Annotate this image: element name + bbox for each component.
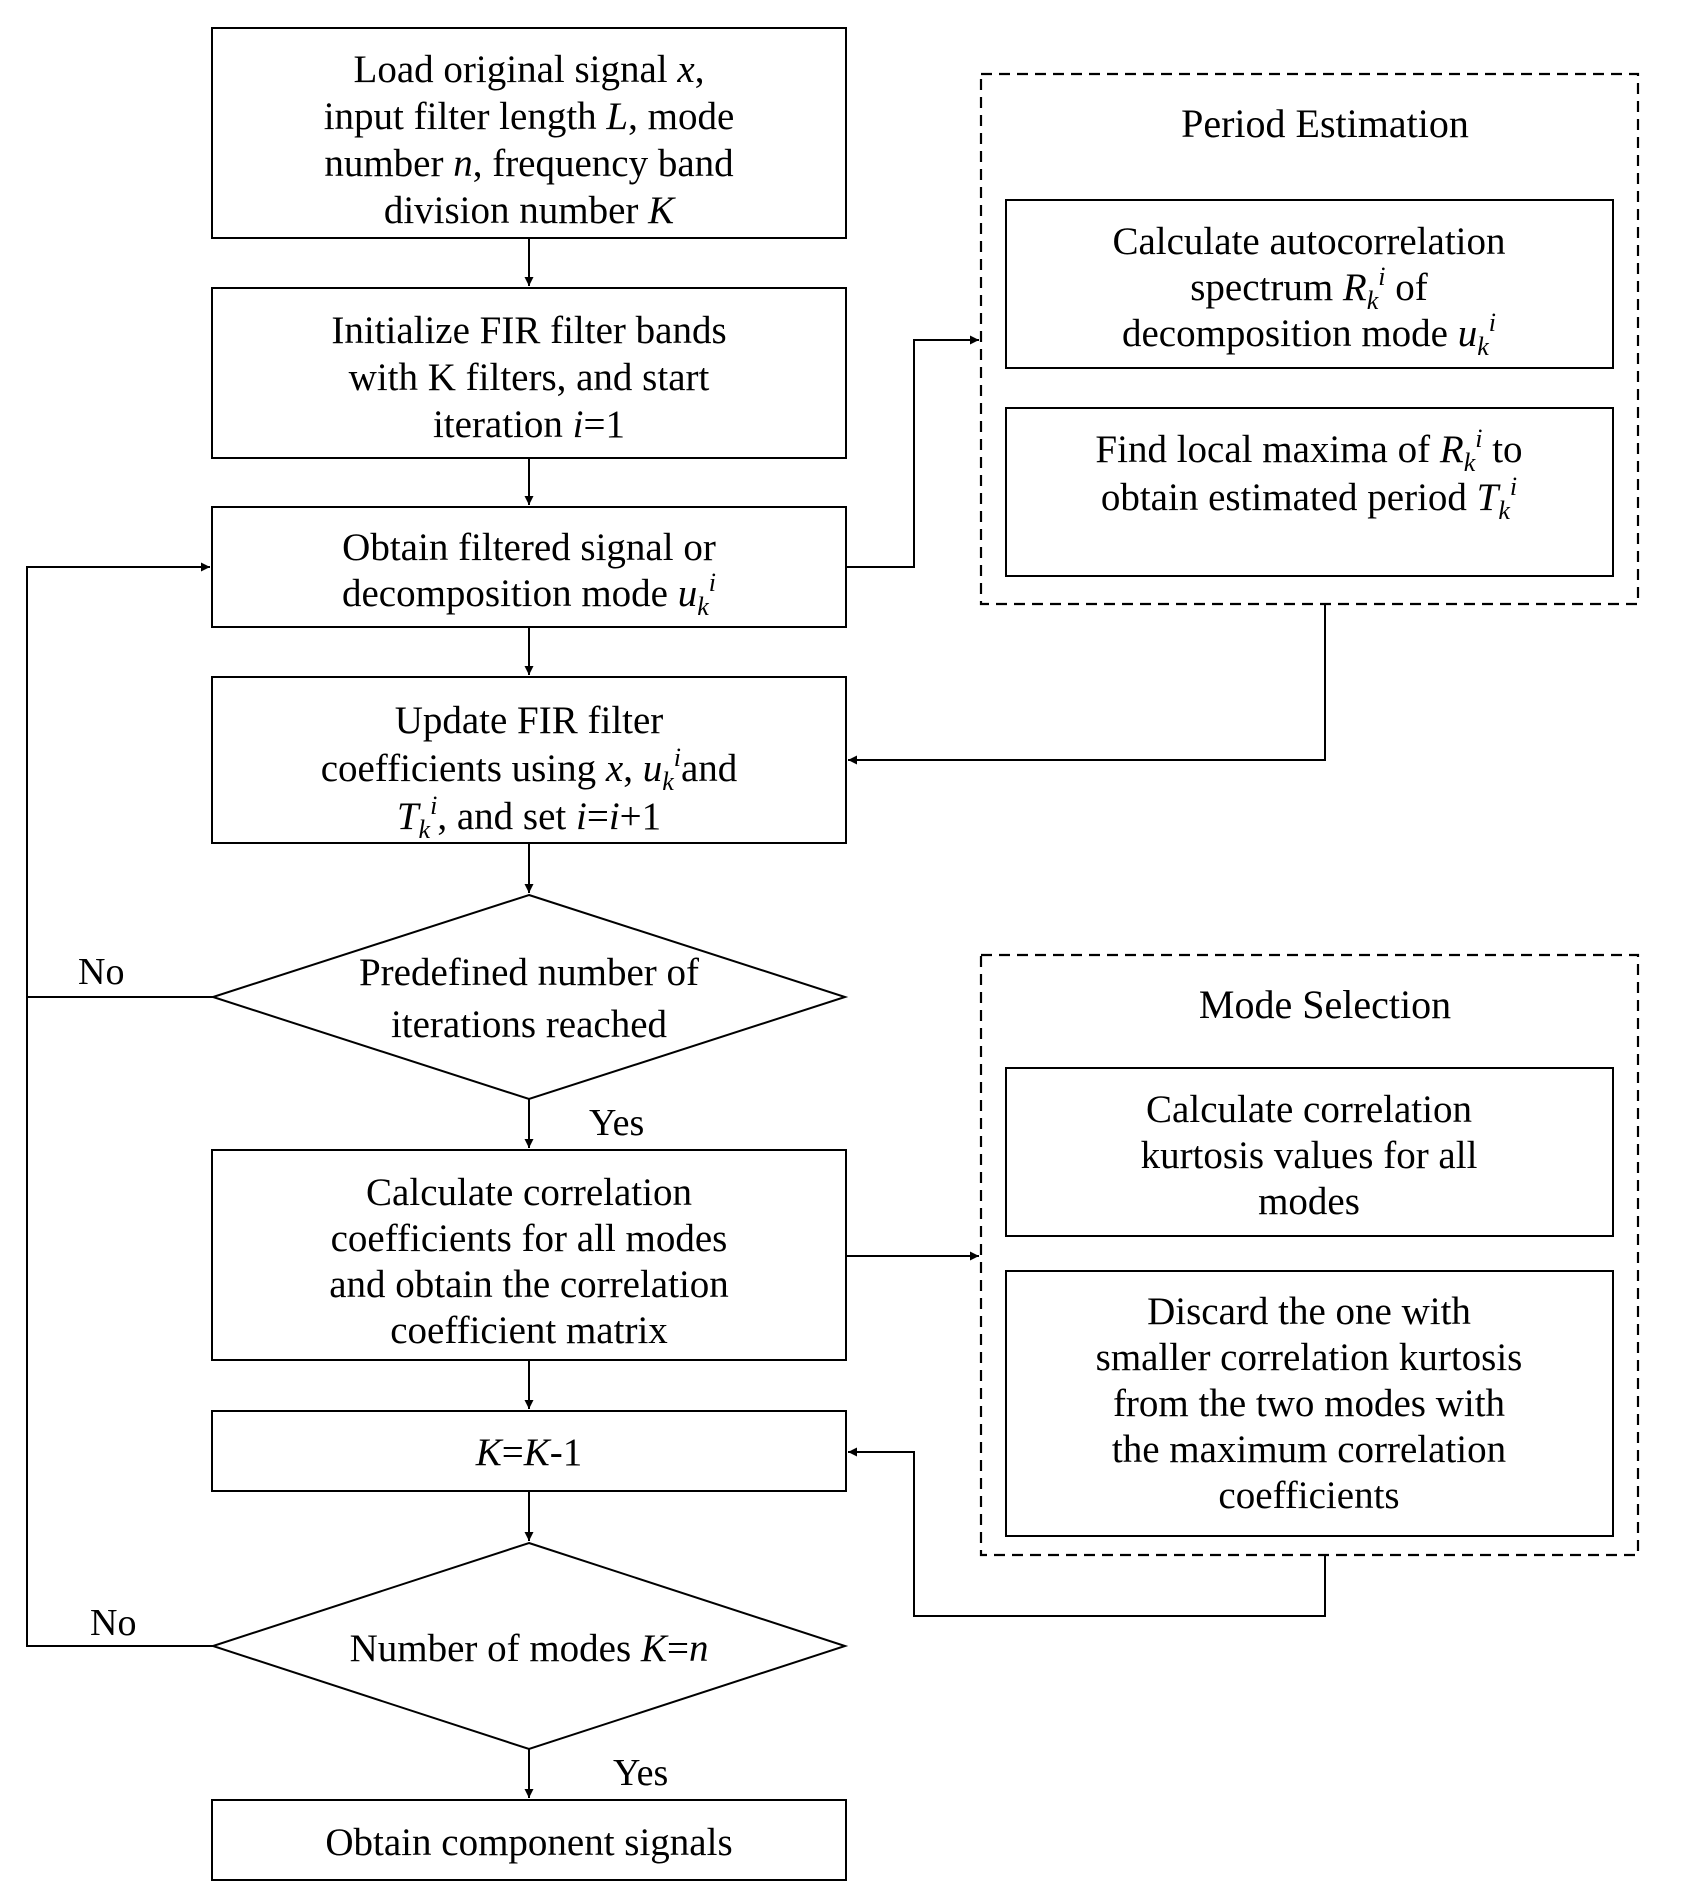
loop-no-modes	[26, 997, 213, 1647]
load-signal-text: Load original signal x,input filter leng…	[324, 48, 735, 232]
kurtosis-box	[1005, 1067, 1614, 1237]
text-line: K=K-1	[475, 1431, 583, 1474]
text-line: iterations reached	[391, 1003, 668, 1046]
text-line: Initialize FIR filter bands	[331, 309, 726, 352]
no-label-iterations: No	[78, 951, 124, 993]
modes-decision-text: Number of modes K=n	[350, 1627, 709, 1670]
period-estimation-group	[979, 72, 1640, 606]
text-line: coefficients for all modes	[331, 1217, 728, 1260]
text-line: Tki, and set i=i+1	[397, 791, 661, 844]
loop-no-iterations	[26, 562, 213, 998]
text-line: from the two modes with	[1113, 1382, 1505, 1425]
component-signals-text: Obtain component signals	[325, 1821, 732, 1864]
text-line: number n, frequency band	[324, 142, 734, 185]
iterations-decision-text: Predefined number of iterations reached	[359, 951, 699, 1046]
yes-label-iterations: Yes	[589, 1102, 644, 1144]
text-line: Calculate correlation	[1146, 1088, 1472, 1131]
text-line: input filter length L, mode	[324, 95, 735, 138]
text-line: Obtain filtered signal or	[342, 526, 716, 569]
text-line: Predefined number of	[359, 951, 699, 994]
decrement-k-text: K=K-1	[475, 1431, 583, 1474]
text-line: Load original signal x,	[354, 48, 705, 91]
text-line: and obtain the correlation	[329, 1263, 729, 1306]
autocorrelation-box	[1005, 199, 1614, 369]
text-line: Calculate autocorrelation	[1112, 220, 1505, 263]
period-estimation-title: Period Estimation	[1181, 101, 1469, 146]
text-line: Discard the one with	[1147, 1290, 1471, 1333]
obtain-mode-box	[211, 506, 847, 628]
mode-selection-title: Mode Selection	[1199, 982, 1451, 1027]
arrow-period-estimation-to-update	[848, 604, 1326, 765]
text-line: with K filters, and start	[349, 356, 710, 399]
text-line: decomposition mode uki​	[342, 568, 716, 621]
text-line: Calculate correlation	[366, 1171, 692, 1214]
no-label-modes: No	[90, 1602, 136, 1644]
load-signal-box	[211, 27, 847, 239]
text-line: the maximum correlation	[1112, 1428, 1506, 1471]
yes-label-modes: Yes	[613, 1752, 668, 1794]
text-line: modes	[1258, 1180, 1360, 1223]
initialize-filters-box	[211, 287, 847, 459]
text-line: smaller correlation kurtosis	[1096, 1336, 1523, 1379]
update-coefficients-box	[211, 676, 847, 844]
text-line: decomposition mode uki​	[1122, 308, 1496, 361]
text-line: Obtain component signals	[325, 1821, 732, 1864]
text-line: coefficients	[1218, 1474, 1399, 1517]
discard-box	[1005, 1270, 1614, 1537]
arrow-obtain-to-period-estimation	[846, 335, 979, 568]
text-line: coefficient matrix	[390, 1309, 668, 1352]
text-line: Update FIR filter	[395, 699, 664, 742]
text-line: spectrum Rki of	[1190, 262, 1428, 315]
correlation-matrix-box	[211, 1149, 847, 1361]
text-line: kurtosis values for all	[1141, 1134, 1478, 1177]
decrement-k-box	[211, 1410, 847, 1492]
text-line: iteration i=1	[433, 403, 625, 446]
text-line: division number K	[384, 189, 676, 232]
text-line: Find local maxima of Rki to	[1095, 424, 1522, 477]
component-signals-box	[211, 1799, 847, 1881]
text-line: Number of modes K=n	[350, 1627, 709, 1670]
iterations-decision	[209, 893, 849, 1101]
local-maxima-box	[1005, 407, 1614, 577]
mode-selection-group	[979, 953, 1640, 1557]
arrow-mode-selection-to-decrement	[848, 1447, 1326, 1617]
text-line: coefficients using x, ukiand	[321, 743, 738, 796]
text-line: obtain estimated period Tki​	[1101, 472, 1517, 525]
